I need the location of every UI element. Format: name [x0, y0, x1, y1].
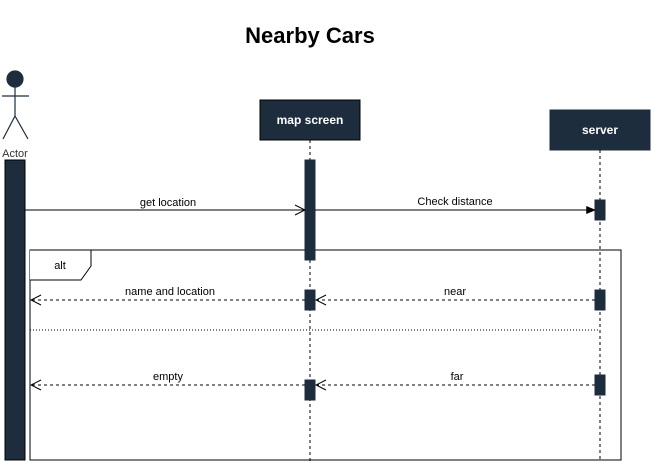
empty-label: empty — [153, 371, 183, 383]
server-participant-box — [549, 109, 651, 151]
map-screen-label: map screen — [277, 113, 344, 127]
server-activation-check — [594, 199, 606, 221]
actor-activation-bar — [4, 159, 26, 461]
check-distance-label: Check distance — [417, 196, 492, 208]
diagram-title: Nearby Cars — [245, 23, 375, 48]
alt-fragment — [29, 249, 622, 461]
name-and-location-label: name and location — [125, 286, 215, 298]
map-screen-activation-near — [304, 289, 316, 311]
server-label: server — [582, 123, 618, 137]
map-screen-activation-bar — [304, 159, 316, 261]
map-screen-participant-box — [259, 99, 361, 141]
near-label: near — [444, 286, 466, 298]
actor-icon — [2, 70, 29, 140]
server-activation-near — [594, 289, 606, 311]
map-screen-activation-far — [304, 379, 316, 401]
actor-label: Actor — [2, 148, 28, 160]
server-activation-far — [594, 374, 606, 396]
alt-fragment-tab — [30, 249, 92, 281]
get-location-label: get location — [140, 197, 196, 209]
alt-operator-label: alt — [54, 260, 66, 272]
far-label: far — [451, 371, 464, 383]
